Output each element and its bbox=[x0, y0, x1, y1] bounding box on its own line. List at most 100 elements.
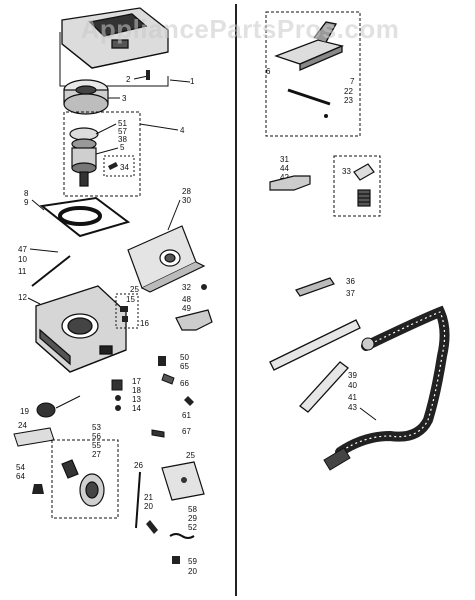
part-13-screw bbox=[115, 395, 121, 401]
floor-tool-part bbox=[274, 21, 345, 71]
callout-32: 32 bbox=[182, 283, 191, 292]
callout-53: 53 bbox=[92, 423, 101, 432]
watermark: AppliancePartsPros.com bbox=[80, 14, 400, 44]
part-23-screw bbox=[324, 114, 328, 118]
callout-25b: 25 bbox=[186, 451, 195, 460]
part-15-clip bbox=[120, 306, 128, 322]
main-housing-part bbox=[35, 285, 127, 373]
leader-47 bbox=[29, 248, 59, 253]
callout-31: 31 bbox=[280, 155, 289, 164]
part-14-screw bbox=[115, 405, 121, 411]
wheel-assembly-part bbox=[61, 459, 105, 507]
callout-14: 14 bbox=[132, 404, 141, 413]
part-59-nut bbox=[172, 556, 180, 564]
callout-43: 43 bbox=[348, 403, 357, 412]
gasket-frame-part bbox=[39, 196, 131, 238]
leader-4 bbox=[139, 123, 179, 131]
part-29-spring bbox=[169, 533, 195, 539]
bag-holder-part bbox=[127, 225, 206, 293]
part-54-cap bbox=[32, 484, 44, 494]
callout-21: 21 bbox=[144, 493, 153, 502]
callout-19: 19 bbox=[20, 407, 29, 416]
callout-27: 27 bbox=[92, 450, 101, 459]
callout-10: 10 bbox=[18, 255, 27, 264]
callout-25a: 25 bbox=[130, 285, 139, 294]
callout-24: 24 bbox=[18, 421, 27, 430]
callout-18: 18 bbox=[132, 386, 141, 395]
callout-54: 54 bbox=[16, 463, 25, 472]
callout-7: 7 bbox=[350, 77, 355, 86]
callout-39: 39 bbox=[348, 371, 357, 380]
leader-51 bbox=[95, 123, 117, 135]
callout-5: 5 bbox=[120, 143, 125, 152]
wand-tube-part-2 bbox=[299, 361, 349, 413]
callout-37: 37 bbox=[346, 289, 355, 298]
plate-part-24 bbox=[13, 427, 55, 447]
callout-13: 13 bbox=[132, 395, 141, 404]
nozzle-part-31 bbox=[269, 175, 311, 191]
callout-36: 36 bbox=[346, 277, 355, 286]
callout-23: 23 bbox=[344, 96, 353, 105]
callout-12: 12 bbox=[18, 293, 27, 302]
callout-40: 40 bbox=[348, 381, 357, 390]
part-32-screw bbox=[201, 284, 207, 290]
callout-22: 22 bbox=[344, 87, 353, 96]
callout-30: 30 bbox=[182, 196, 191, 205]
leader-19 bbox=[55, 395, 81, 409]
part-33-box bbox=[333, 155, 381, 217]
callout-47: 47 bbox=[18, 245, 27, 254]
motor-part bbox=[69, 127, 99, 187]
leader-12 bbox=[27, 297, 41, 305]
hose-swivel-part bbox=[361, 337, 375, 351]
gasket-ring-part bbox=[58, 206, 102, 226]
part-67-clip bbox=[151, 429, 165, 438]
part-66-spring bbox=[161, 373, 175, 385]
callout-65: 65 bbox=[180, 362, 189, 371]
leader-5 bbox=[95, 147, 119, 155]
callout-2: 2 bbox=[126, 75, 131, 84]
bracket-hole bbox=[181, 477, 187, 483]
leader-8 bbox=[31, 199, 45, 211]
callout-8: 8 bbox=[24, 189, 29, 198]
callout-11: 11 bbox=[18, 267, 27, 276]
callout-49: 49 bbox=[182, 304, 191, 313]
callout-15: 15 bbox=[126, 295, 135, 304]
screw-2 bbox=[146, 70, 150, 80]
callout-6: 6 bbox=[266, 67, 271, 76]
callout-42: 42 bbox=[280, 173, 289, 182]
callout-55: 55 bbox=[92, 441, 101, 450]
part-34-box bbox=[103, 155, 135, 177]
part-53-box bbox=[51, 439, 119, 519]
callout-56: 56 bbox=[92, 432, 101, 441]
part-20-bolt bbox=[146, 520, 158, 534]
motor-cover-part bbox=[61, 7, 169, 69]
bracket-4 bbox=[63, 111, 141, 197]
callout-48: 48 bbox=[182, 295, 191, 304]
callout-29: 29 bbox=[188, 514, 197, 523]
hose-cuff-part bbox=[323, 447, 351, 471]
callout-1: 1 bbox=[190, 77, 195, 86]
bracket-1 bbox=[59, 32, 169, 87]
callout-9: 9 bbox=[24, 198, 29, 207]
callout-59: 59 bbox=[188, 557, 197, 566]
leader-43 bbox=[359, 407, 377, 421]
part-17-latch bbox=[111, 379, 123, 391]
callout-52: 52 bbox=[188, 523, 197, 532]
leader-28 bbox=[167, 199, 181, 231]
leader-2 bbox=[133, 75, 149, 80]
floor-tool-box bbox=[265, 11, 361, 137]
callout-20a: 20 bbox=[144, 502, 153, 511]
callout-64: 64 bbox=[16, 472, 25, 481]
callout-20b: 20 bbox=[188, 567, 197, 576]
callout-34: 34 bbox=[120, 163, 129, 172]
part-50-switch bbox=[158, 356, 166, 366]
callout-16: 16 bbox=[140, 319, 149, 328]
part-61-clip bbox=[184, 396, 194, 406]
callout-4: 4 bbox=[180, 126, 185, 135]
callout-41: 41 bbox=[348, 393, 357, 402]
callout-26: 26 bbox=[134, 461, 143, 470]
callout-44: 44 bbox=[280, 164, 289, 173]
rod-part-11 bbox=[31, 255, 71, 287]
hose-ribs bbox=[339, 311, 446, 453]
